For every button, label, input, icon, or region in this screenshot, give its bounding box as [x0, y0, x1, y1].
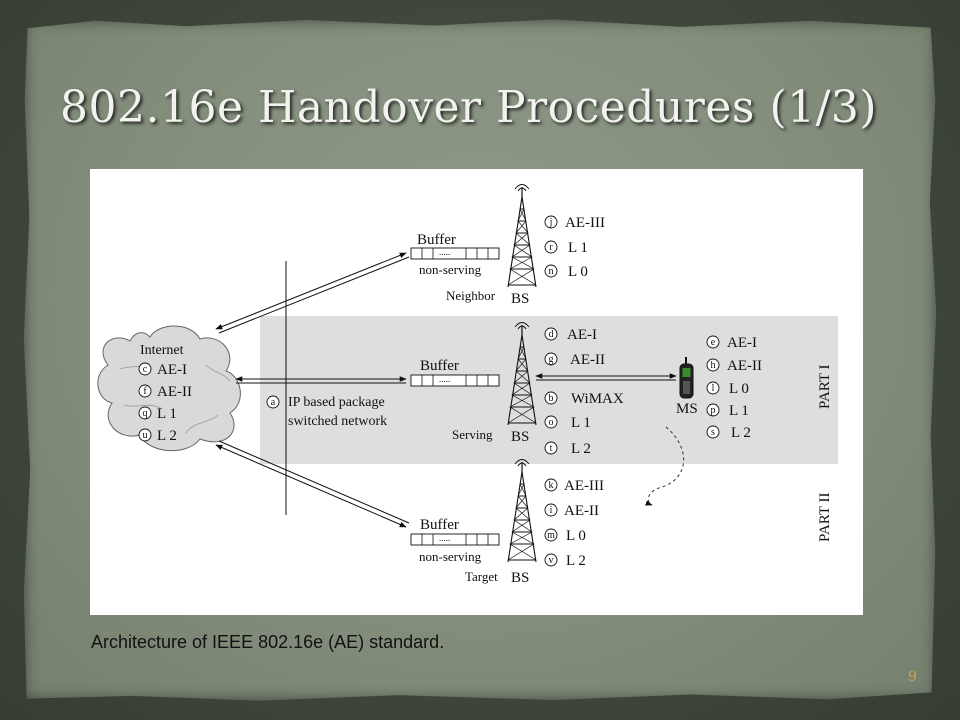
internet-cloud — [97, 325, 241, 452]
serving-buffer-label: Buffer — [420, 358, 459, 374]
neighbor-item-j-tag: j — [549, 217, 553, 228]
internet-item-u-label: L 2 — [157, 428, 177, 444]
architecture-diagram: Internet c AE-I f AE-II q L 1 u L 2 a IP… — [90, 169, 863, 615]
serving-ms-link — [535, 373, 677, 381]
mobile-phone-icon — [679, 357, 694, 399]
internet-target-link — [215, 440, 410, 528]
serving-item-d-tag: d — [549, 329, 554, 340]
ms-item-l-label: L 0 — [729, 381, 749, 397]
serving-item-t-tag: t — [550, 443, 553, 454]
serving-bs-label: BS — [511, 429, 529, 445]
part1-shaded-region — [260, 316, 838, 464]
serving-role-label: Serving — [452, 427, 493, 442]
ip-network-label: a IP based package switched network — [266, 395, 387, 429]
ms-item-l-tag: l — [712, 383, 715, 394]
ip-network-line1: IP based package — [288, 395, 385, 410]
internet-item-c-tag: c — [143, 364, 148, 375]
ms-items: e AE-I h AE-II l L 0 p L 1 s L 2 — [706, 335, 762, 441]
ms-item-h-tag: h — [711, 360, 716, 371]
ip-network-tag: a — [271, 397, 276, 408]
neighbor-item-n-tag: n — [549, 266, 554, 277]
diagram-caption: Architecture of IEEE 802.16e (AE) standa… — [91, 632, 445, 652]
target-item-v-label: L 2 — [566, 553, 586, 569]
page-number: 9 — [908, 669, 917, 685]
serving-item-b-tag: b — [549, 393, 554, 404]
internet-neighbor-link — [215, 252, 410, 334]
slide-title: 802.16e Handover Procedures (1/3) — [60, 82, 878, 133]
diagram-svg: Internet c AE-I f AE-II q L 1 u L 2 a IP… — [97, 183, 838, 586]
internet-item-f-tag: f — [143, 386, 147, 397]
serving-item-b-label: WiMAX — [571, 391, 624, 407]
neighbor-item-r-tag: r — [549, 242, 553, 253]
serving-item-o-tag: o — [549, 417, 554, 428]
target-item-m-tag: m — [547, 530, 555, 541]
target-bs: Buffer ..... non-serving Target BS k AE-… — [410, 458, 604, 586]
internet-item-c: c AE-I — [138, 362, 187, 378]
target-role-label: Target — [465, 569, 498, 584]
ms-item-e-tag: e — [711, 337, 716, 348]
serving-item-o-label: L 1 — [571, 415, 591, 431]
ms-movement-arrow — [645, 426, 684, 506]
neighbor-role-label: Neighbor — [446, 288, 496, 303]
serving-item-g-tag: g — [549, 354, 554, 365]
internet-item-q-label: L 1 — [157, 406, 177, 422]
serving-bs: Buffer ..... Serving BS d AE-I g AE-II b… — [410, 321, 624, 457]
part1-label: PART I — [817, 364, 833, 409]
serving-item-t-label: L 2 — [571, 441, 591, 457]
target-item-k-label: AE-III — [564, 478, 604, 494]
target-buffer-dots: ..... — [439, 533, 450, 543]
ms-label: MS — [676, 401, 698, 417]
target-item-i-label: AE-II — [564, 503, 599, 519]
internet-serving-link — [235, 376, 407, 384]
neighbor-item-n-label: L 0 — [568, 264, 588, 280]
internet-item-u: u L 2 — [138, 428, 177, 444]
ms-item-p-tag: p — [711, 405, 716, 416]
neighbor-bs: Buffer ..... non-serving Neighbor BS j A… — [410, 183, 605, 307]
internet-item-f-label: AE-II — [157, 384, 192, 400]
internet-item-c-label: AE-I — [157, 362, 187, 378]
neighbor-bs-label: BS — [511, 291, 529, 307]
target-buffer-label: Buffer — [420, 517, 459, 533]
target-bs-tower-icon — [507, 458, 537, 563]
target-item-v-tag: v — [549, 555, 554, 566]
serving-buffer-dots: ..... — [439, 374, 450, 384]
neighbor-buffer-dots: ..... — [439, 247, 450, 257]
target-item-m-label: L 0 — [566, 528, 586, 544]
internet-title: Internet — [140, 343, 184, 358]
ip-network-line2: switched network — [288, 414, 387, 429]
part2-label: PART II — [817, 492, 833, 542]
neighbor-item-r-label: L 1 — [568, 240, 588, 256]
ms-item-h-label: AE-II — [727, 358, 762, 374]
internet-item-q-tag: q — [143, 408, 148, 419]
internet-item-u-tag: u — [143, 430, 148, 441]
neighbor-bs-tower-icon — [507, 183, 537, 288]
neighbor-buffer-label: Buffer — [417, 232, 456, 248]
internet-item-q: q L 1 — [138, 406, 177, 422]
target-item-i-tag: i — [550, 505, 553, 516]
neighbor-buffer-state: non-serving — [419, 262, 482, 277]
target-buffer-state: non-serving — [419, 549, 482, 564]
target-bs-label: BS — [511, 570, 529, 586]
target-item-k-tag: k — [549, 480, 554, 491]
internet-item-f: f AE-II — [138, 384, 192, 400]
serving-item-d-label: AE-I — [567, 327, 597, 343]
neighbor-item-j-label: AE-III — [565, 215, 605, 231]
ms-item-e-label: AE-I — [727, 335, 757, 351]
ms-item-p-label: L 1 — [729, 403, 749, 419]
serving-item-g-label: AE-II — [570, 352, 605, 368]
ms-item-s-tag: s — [711, 427, 715, 438]
ms-item-s-label: L 2 — [731, 425, 751, 441]
